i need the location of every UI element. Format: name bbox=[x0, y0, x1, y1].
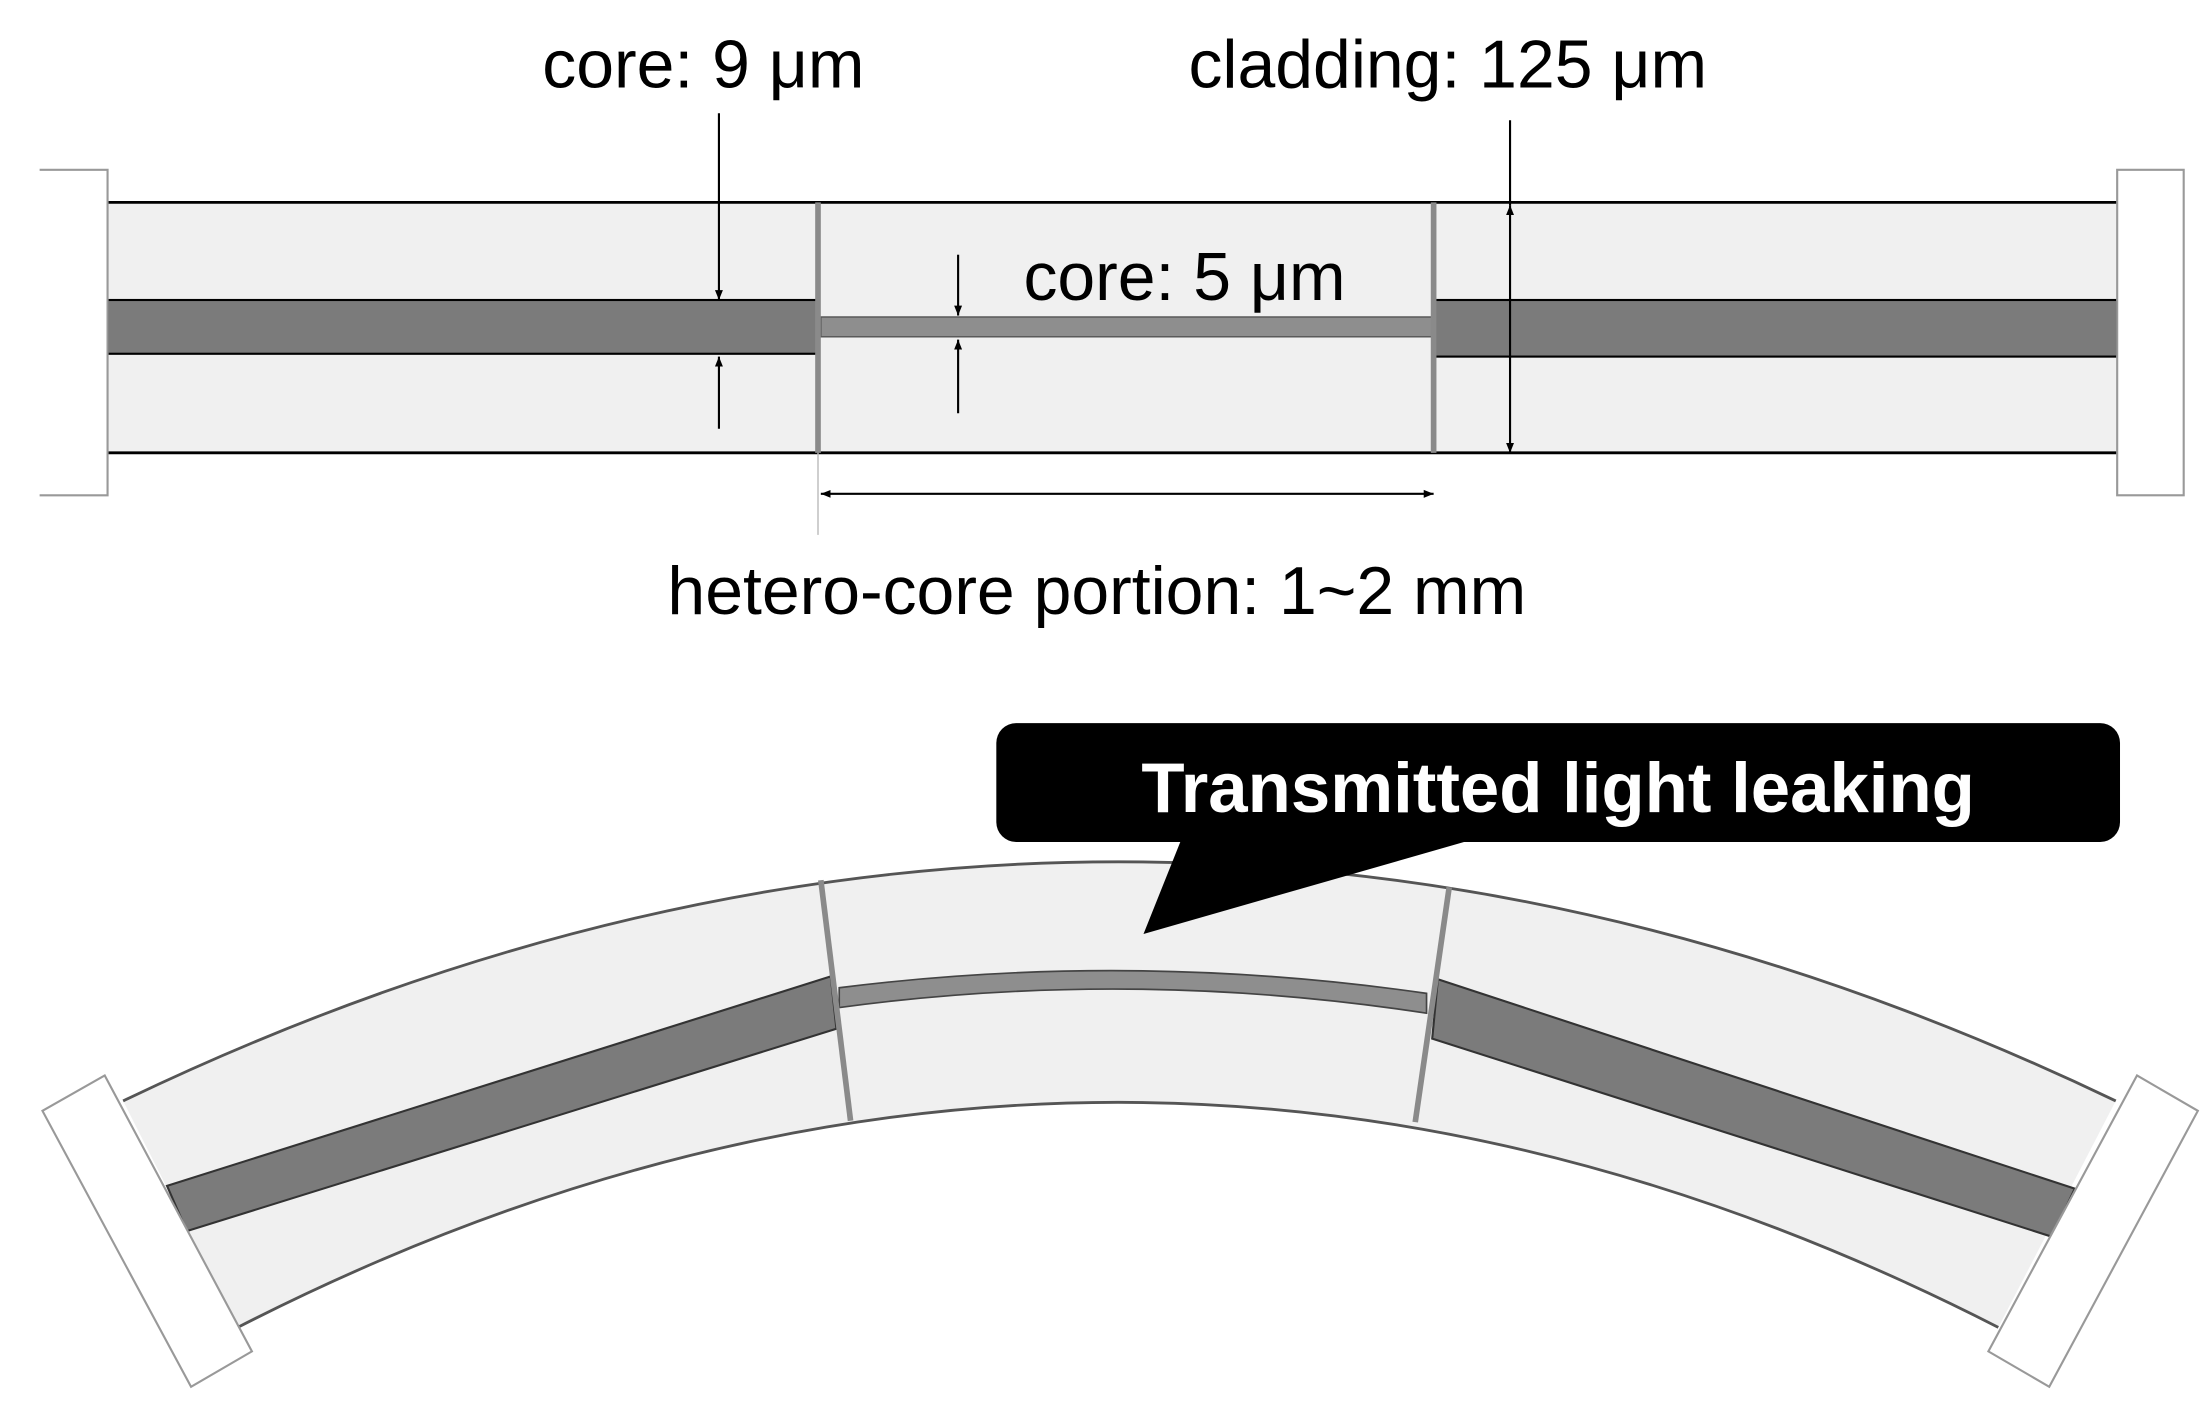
label-cladding-125um: cladding: 125 μm bbox=[1188, 28, 1707, 103]
bent-fiber bbox=[41, 860, 2200, 1389]
core-5um-hetero bbox=[820, 316, 1433, 338]
bent-cladding-bottom-edge bbox=[237, 1100, 1999, 1329]
callout-box bbox=[996, 723, 2121, 842]
connector-right bbox=[2116, 168, 2185, 497]
connector-left bbox=[39, 168, 109, 497]
label-core-9um: core: 9 μm bbox=[542, 28, 864, 103]
bent-splice-joint-left bbox=[818, 879, 854, 1122]
bent-splice-joint-right bbox=[1412, 886, 1452, 1123]
label-core-5um: core: 5 μm bbox=[1023, 240, 1345, 315]
core-9um-left bbox=[106, 298, 820, 355]
bent-core-5um-hetero bbox=[838, 969, 1428, 1015]
core-9um-right bbox=[1433, 298, 2119, 358]
bent-connector-right bbox=[1986, 1073, 2200, 1389]
callout-light-leaking: Transmitted light leaking bbox=[996, 723, 2121, 934]
bent-cladding-top-edge bbox=[122, 860, 2117, 1103]
label-hetero-core-portion: hetero-core portion: 1~2 mm bbox=[667, 554, 1526, 629]
dimension-arrows bbox=[714, 113, 1515, 535]
callout-pointer bbox=[1143, 834, 1489, 934]
straight-fiber bbox=[39, 168, 2185, 497]
callout-text: Transmitted light leaking bbox=[1141, 748, 1974, 827]
bent-connector-left bbox=[41, 1073, 254, 1389]
bent-cladding bbox=[123, 861, 2116, 1328]
